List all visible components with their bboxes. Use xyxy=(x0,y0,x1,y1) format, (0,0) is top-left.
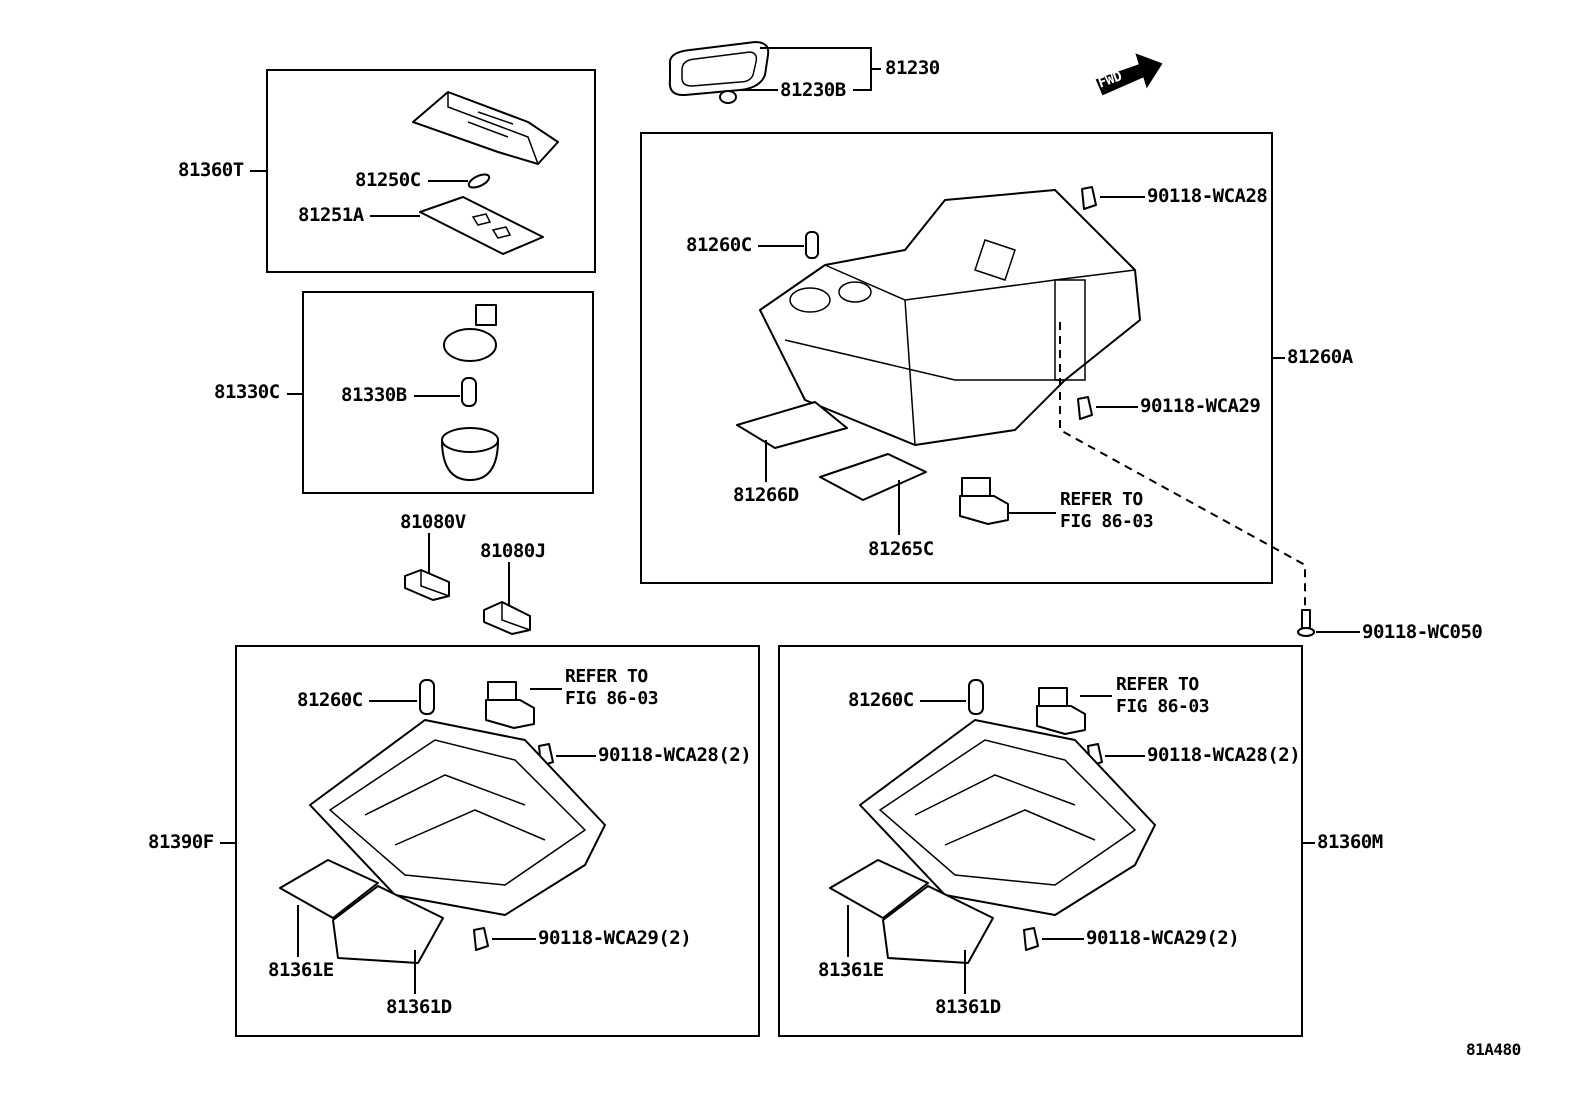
assembly-box-81360t xyxy=(266,69,596,273)
label-81230: 81230 xyxy=(885,57,940,79)
leader-81251a xyxy=(370,215,420,217)
label-wca28-a: 90118-WCA28 xyxy=(1147,185,1268,207)
vanity-lamp-illustration xyxy=(668,41,770,104)
connector-81080v xyxy=(404,569,450,601)
lens-81266d xyxy=(736,401,848,449)
leader-81330c xyxy=(287,393,302,395)
label-screw: 90118-WC050 xyxy=(1362,621,1483,643)
leader-81360t xyxy=(250,170,266,172)
clip-wca28-a xyxy=(1081,186,1097,210)
clip-wca29-m xyxy=(1023,927,1039,951)
leader-81260a xyxy=(1273,357,1285,359)
bulb-81260c-f xyxy=(419,679,435,715)
leader-81230b xyxy=(740,89,778,91)
label-81260c-f: 81260C xyxy=(297,689,363,711)
label-81361d-m: 81361D xyxy=(935,996,1001,1018)
leader-screw xyxy=(1316,631,1360,633)
assembly-box-81360m xyxy=(778,645,1303,1037)
lens-pair-81361-m xyxy=(829,859,994,964)
leader-81266d xyxy=(765,440,767,482)
leader-81080v xyxy=(428,533,430,578)
leader-wca29-a xyxy=(1096,406,1138,408)
leader-wca29-f xyxy=(492,938,536,940)
connector-81080j xyxy=(483,601,531,635)
clip-wca29-a xyxy=(1077,396,1093,420)
label-81361e-m: 81361E xyxy=(818,959,884,981)
leader-81330b xyxy=(414,395,460,397)
leader-81230-top xyxy=(760,47,872,49)
leader-81230-out xyxy=(871,68,881,70)
lens-81251a xyxy=(419,196,544,255)
dashed-leader-screw xyxy=(1059,322,1306,610)
label-wca29-m: 90118-WCA29(2) xyxy=(1086,927,1240,949)
leader-wca28-f xyxy=(556,755,596,757)
leader-81260c-f xyxy=(369,700,417,702)
map-lamp-housing xyxy=(412,91,559,165)
leader-81361e-m xyxy=(847,905,849,957)
label-81260c-m: 81260C xyxy=(848,689,914,711)
label-wca28-m: 90118-WCA28(2) xyxy=(1147,744,1301,766)
leader-81250c xyxy=(428,180,468,182)
refer-note-a: REFER TO FIG 86-03 xyxy=(1060,489,1154,532)
leader-81361d-m xyxy=(964,950,966,994)
leader-refer-a xyxy=(1008,512,1056,514)
label-81330c: 81330C xyxy=(214,381,280,403)
cover-81265c xyxy=(819,453,927,501)
leader-wca29-m xyxy=(1042,938,1084,940)
label-81360t: 81360T xyxy=(178,159,244,181)
socket-81330c xyxy=(441,304,499,481)
label-81361d-f: 81361D xyxy=(386,996,452,1018)
leader-wca28-m xyxy=(1105,755,1145,757)
assembly-box-81330c xyxy=(302,291,594,494)
leader-81360m xyxy=(1303,842,1315,844)
bulb-81260c-a xyxy=(805,231,819,259)
label-81230b: 81230B xyxy=(780,79,846,101)
assembly-box-81260a xyxy=(640,132,1273,584)
refer-note-f: REFER TO FIG 86-03 xyxy=(565,666,659,709)
label-81251a: 81251A xyxy=(298,204,364,226)
label-wca29-f: 90118-WCA29(2) xyxy=(538,927,692,949)
leader-refer-f xyxy=(530,688,562,690)
label-wca29-a: 90118-WCA29 xyxy=(1140,395,1261,417)
bulb-81260c-m xyxy=(968,679,984,715)
leader-wca28-a xyxy=(1100,196,1145,198)
label-81360m: 81360M xyxy=(1317,831,1383,853)
console-housing-81360m xyxy=(859,719,1156,916)
label-81260a: 81260A xyxy=(1287,346,1353,368)
leader-81230-bot xyxy=(853,89,872,91)
switch-connector-a xyxy=(959,477,1009,525)
refer-note-m: REFER TO FIG 86-03 xyxy=(1116,674,1210,717)
leader-81265c xyxy=(898,480,900,535)
leader-81260c-m xyxy=(920,700,966,702)
leader-81361d-f xyxy=(414,950,416,994)
screw-90118-wc050 xyxy=(1297,609,1315,637)
label-81260c-a: 81260C xyxy=(686,234,752,256)
label-81330b: 81330B xyxy=(341,384,407,406)
lens-pair-81361-f xyxy=(279,859,444,964)
leader-81390f xyxy=(220,842,235,844)
figure-id: 81A480 xyxy=(1466,1040,1521,1059)
switch-connector-f xyxy=(485,681,535,729)
label-81265c: 81265C xyxy=(868,538,934,560)
console-housing-81390f xyxy=(309,719,606,916)
label-81266d: 81266D xyxy=(733,484,799,506)
label-81250c: 81250C xyxy=(355,169,421,191)
leader-81260c-a xyxy=(758,245,804,247)
leader-81080j xyxy=(508,562,510,610)
switch-connector-m xyxy=(1036,687,1086,735)
bulb-81250c xyxy=(467,173,491,189)
console-housing-81260a xyxy=(759,189,1141,446)
clip-wca29-f xyxy=(473,927,489,951)
assembly-box-81390f xyxy=(235,645,760,1037)
label-81080j: 81080J xyxy=(480,540,546,562)
leader-refer-m xyxy=(1080,695,1112,697)
label-81080v: 81080V xyxy=(400,511,466,533)
label-81361e-f: 81361E xyxy=(268,959,334,981)
label-wca28-f: 90118-WCA28(2) xyxy=(598,744,752,766)
fwd-arrow-icon xyxy=(1095,53,1163,96)
leader-81361e-f xyxy=(297,905,299,957)
label-81390f: 81390F xyxy=(148,831,214,853)
